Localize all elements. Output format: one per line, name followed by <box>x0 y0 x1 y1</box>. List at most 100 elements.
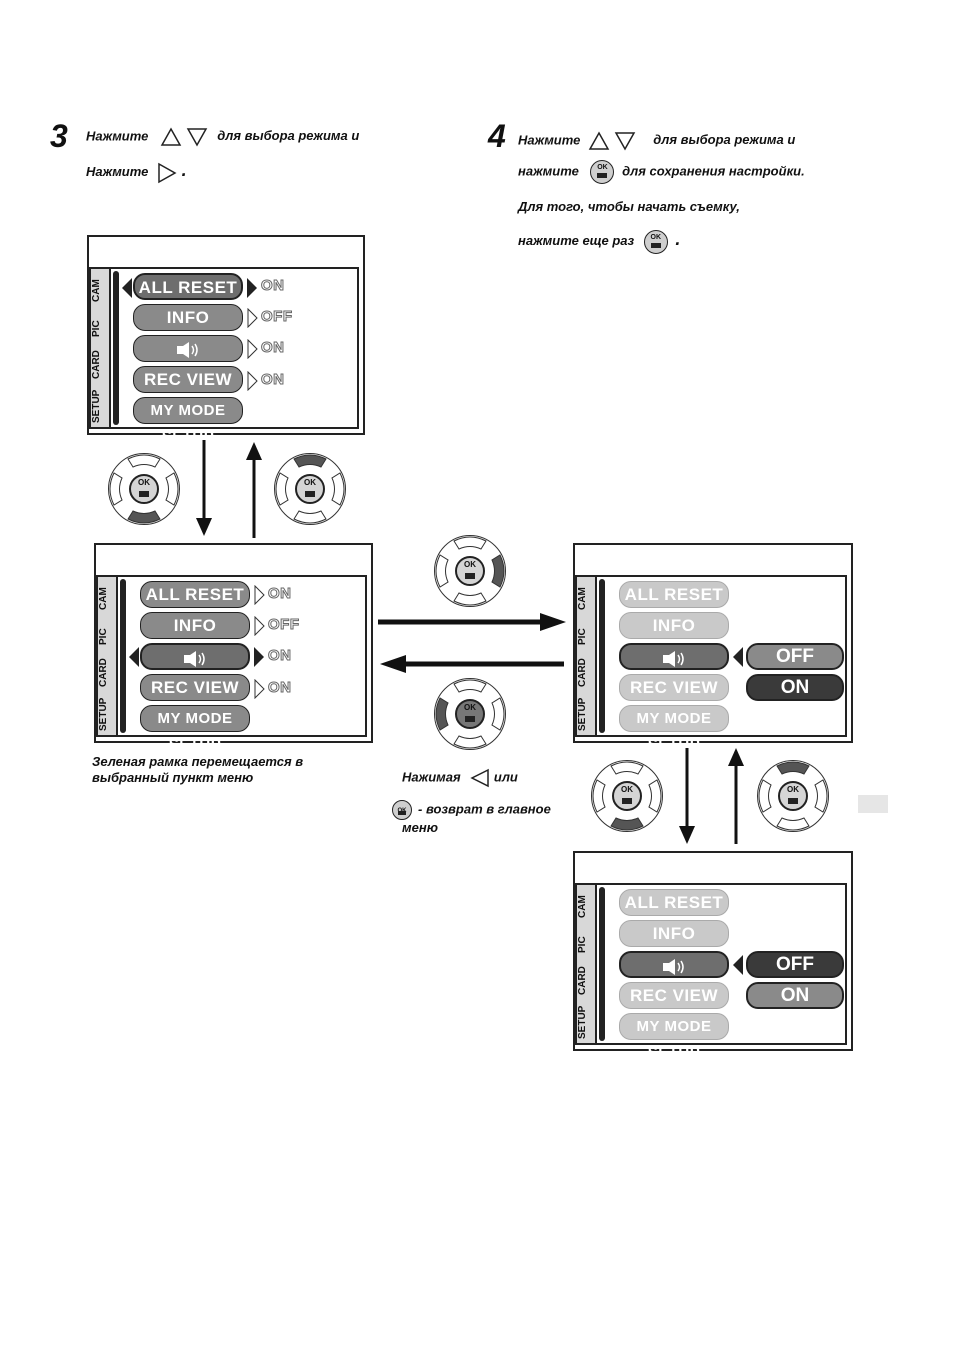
arrow-down-icon <box>679 748 695 844</box>
dpad-up-pressed[interactable]: OK <box>274 453 346 525</box>
speaker-icon <box>177 341 198 358</box>
right-triangle-icon <box>158 162 177 183</box>
ok-button[interactable]: OK <box>455 699 485 729</box>
tab-setup: SETUP <box>98 697 109 731</box>
right-outline-pointer-icon <box>254 679 265 699</box>
scrollbar <box>113 271 119 425</box>
step-3-press-label: Нажмите <box>86 128 149 144</box>
right-pointer-icon <box>247 278 257 298</box>
menu-item-info[interactable]: INFO <box>140 612 250 639</box>
menu-item-rec-view[interactable]: REC VIEW <box>140 674 250 701</box>
menu-tabs: CAM PIC CARD SETUP <box>575 575 597 737</box>
value-beep: ON <box>261 339 285 357</box>
step-3-period: . <box>181 160 187 180</box>
menu-item-my-mode-setup[interactable]: MY MODE SETUP <box>619 1013 729 1061</box>
submenu-on-option[interactable]: ON <box>746 674 844 701</box>
ok-button[interactable]: OK <box>455 556 485 586</box>
tab-setup: SETUP <box>91 389 102 423</box>
submenu-off-option[interactable]: OFF <box>746 643 844 670</box>
step-3-press-label-2: Нажмите <box>86 164 149 179</box>
dpad-up-pressed[interactable]: OK <box>757 760 829 832</box>
ok-button-icon: OK <box>643 229 668 254</box>
step-4-line-2: нажмите OK для сохранения настройки. <box>518 160 805 184</box>
menu-screen-beep: CAM PIC CARD SETUP ALL RESET ON INFO OFF… <box>94 543 373 753</box>
step-3-line-2: Нажмите . <box>86 160 187 184</box>
arrow-up-icon <box>728 748 744 844</box>
menu-item-all-reset[interactable]: ALL RESET <box>140 581 250 608</box>
tab-card: CARD <box>91 350 102 380</box>
up-triangle-icon <box>160 127 182 146</box>
menu-item-all-reset[interactable]: ALL RESET <box>619 889 729 916</box>
tab-pic: PIC <box>577 628 588 646</box>
value-beep: ON <box>268 647 292 665</box>
ok-button-icon: OK <box>590 160 615 184</box>
left-pointer-icon <box>122 278 132 298</box>
dpad-left-ok-pressed[interactable]: OK <box>434 678 506 750</box>
submenu-off-option[interactable]: OFF <box>746 951 844 978</box>
speaker-icon <box>663 650 684 667</box>
menu-item-all-reset[interactable]: ALL RESET <box>619 581 729 608</box>
value-all-reset: ON <box>268 585 292 603</box>
right-outline-pointer-icon <box>254 616 265 636</box>
menu-tabs: CAM PIC CARD SETUP <box>89 267 111 429</box>
menu-item-my-mode-setup[interactable]: MY MODE SETUP <box>140 705 250 753</box>
right-outline-pointer-icon <box>247 308 258 328</box>
step-4-number: 4 <box>488 118 506 154</box>
arrow-down-icon <box>196 440 212 536</box>
menu-item-beep[interactable] <box>619 643 729 670</box>
speaker-icon <box>663 958 684 975</box>
down-triangle-icon <box>614 132 635 151</box>
step-4-line-4: нажмите еще раз OK . <box>518 229 680 254</box>
step-3-select-mode-text: для выбора режима и <box>217 128 360 144</box>
menu-item-info[interactable]: INFO <box>619 612 729 639</box>
ok-button[interactable]: OK <box>778 781 808 811</box>
tab-cam: CAM <box>98 587 109 611</box>
left-triangle-icon <box>470 768 490 788</box>
menu-item-info[interactable]: INFO <box>619 920 729 947</box>
arrow-left-icon <box>380 655 564 673</box>
green-frame-caption-line-2: выбранный пункт меню <box>92 770 254 785</box>
menu-item-my-mode-setup[interactable]: MY MODE SETUP <box>133 397 243 445</box>
menu-item-beep[interactable] <box>133 335 243 362</box>
submenu-screen-off: CAM PIC CARD SETUP ALL RESET INFO OFF ON… <box>573 851 853 1061</box>
menu-item-beep[interactable] <box>619 951 729 978</box>
scrollbar <box>120 579 126 733</box>
step-4-press-label-2: нажмите <box>518 163 579 179</box>
tab-pic: PIC <box>91 320 102 338</box>
menu-item-rec-view[interactable]: REC VIEW <box>619 982 729 1009</box>
page-tab-marker <box>858 795 888 813</box>
menu-item-beep[interactable] <box>140 643 250 670</box>
step-3-number: 3 <box>50 118 68 154</box>
down-triangle-icon <box>186 128 207 147</box>
scrollbar <box>599 579 605 733</box>
step-4-line-1: Нажмите для выбора режима и <box>518 131 795 151</box>
menu-item-rec-view[interactable]: REC VIEW <box>619 674 729 701</box>
value-all-reset: ON <box>261 277 285 295</box>
right-outline-pointer-icon <box>247 339 258 359</box>
scrollbar <box>599 887 605 1041</box>
menu-item-rec-view[interactable]: REC VIEW <box>133 366 243 393</box>
step-4-save-text: для сохранения настройки. <box>622 163 805 179</box>
step-4-period: . <box>675 229 681 249</box>
menu-item-all-reset[interactable]: ALL RESET <box>133 273 243 300</box>
submenu-on-option[interactable]: ON <box>746 982 844 1009</box>
pressing-label: Нажимая <box>402 769 461 785</box>
left-pointer-icon <box>733 955 743 975</box>
dpad-down-pressed[interactable]: OK <box>591 760 663 832</box>
tab-pic: PIC <box>577 936 588 954</box>
speaker-icon <box>184 650 205 667</box>
tab-setup: SETUP <box>577 1005 588 1039</box>
menu-item-my-mode-setup[interactable]: MY MODE SETUP <box>619 705 729 753</box>
ok-button[interactable]: OK <box>295 474 325 504</box>
return-label-2: меню <box>402 820 438 835</box>
tab-setup: SETUP <box>577 697 588 731</box>
value-info: OFF <box>261 308 293 326</box>
or-label: или <box>493 769 518 785</box>
menu-tabs: CAM PIC CARD SETUP <box>96 575 118 737</box>
menu-item-info[interactable]: INFO <box>133 304 243 331</box>
ok-button-icon: OK <box>392 800 412 820</box>
dpad-right-pressed[interactable]: OK <box>434 535 506 607</box>
dpad-down-pressed[interactable]: OK <box>108 453 180 525</box>
ok-button[interactable]: OK <box>612 781 642 811</box>
ok-button[interactable]: OK <box>129 474 159 504</box>
